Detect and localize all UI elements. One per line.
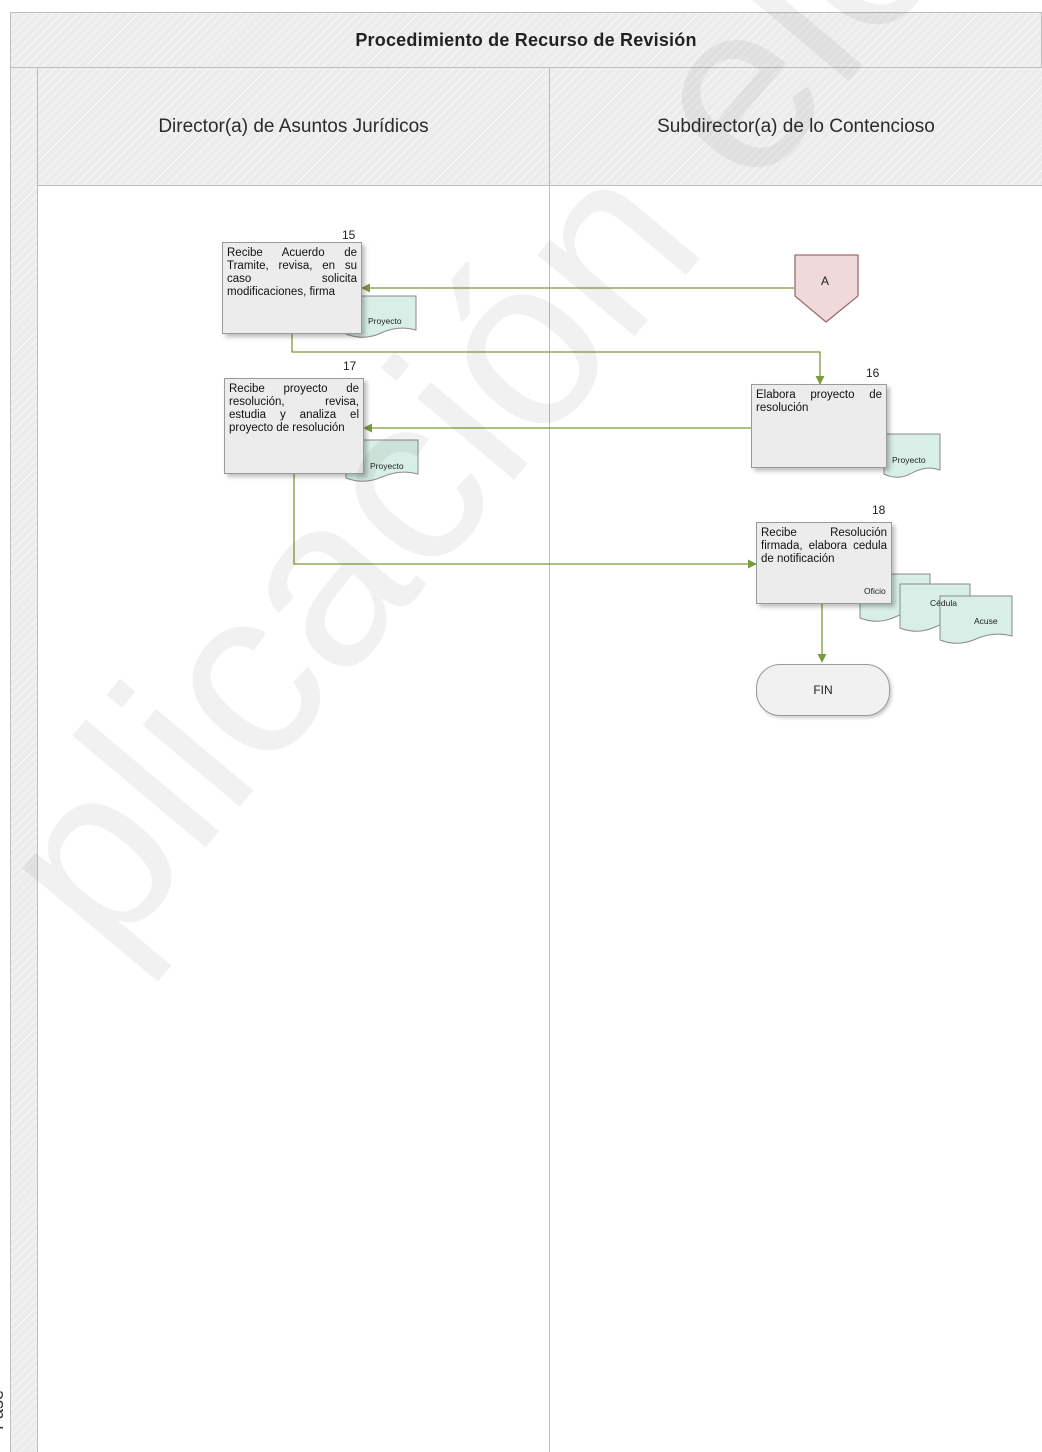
step-15-box: Recibe Acuerdo de Tramite, revisa, en su…	[222, 242, 362, 334]
step-18-doc-cedula: Cédula	[930, 598, 957, 608]
document-shape-16	[883, 433, 941, 478]
step-17-doc-label: Proyecto	[370, 461, 404, 471]
connector-a-label: A	[821, 274, 830, 288]
diagram-title: Procedimiento de Recurso de Revisión	[355, 29, 697, 50]
step-18-doc-oficio: Oficio	[864, 586, 886, 596]
document-shape-18-acuse	[939, 595, 1013, 644]
document-shape-15	[345, 295, 417, 338]
document-shape-17	[345, 439, 419, 482]
lane-header-subdirector: Subdirector(a) de lo Contencioso	[550, 68, 1042, 186]
arrow-17-to-18	[293, 474, 757, 569]
step-17-box: Recibe proyecto de resolución, revisa, e…	[224, 378, 364, 474]
step-15-doc-label: Proyecto	[368, 316, 402, 326]
step-15-number: 15	[342, 228, 356, 242]
step-18-doc-acuse: Acuse	[974, 616, 998, 626]
diagram-title-bar: Procedimiento de Recurso de Revisión	[10, 12, 1042, 68]
step-16-box: Elabora proyecto de resolución	[751, 384, 887, 468]
step-18-number: 18	[872, 503, 886, 517]
step-17-number: 17	[343, 359, 357, 373]
lane-header-director: Director(a) de Asuntos Jurídicos	[38, 68, 550, 186]
connector-a-shape	[794, 254, 859, 323]
step-16-doc-label: Proyecto	[892, 455, 926, 465]
phase-column: Fase	[0, 68, 38, 1452]
step-18-box: Recibe Resolución firmada, elabora cedul…	[756, 522, 892, 604]
end-terminator: FIN	[756, 664, 890, 716]
arrow-15-to-16	[291, 334, 825, 385]
step-16-number: 16	[866, 366, 880, 380]
